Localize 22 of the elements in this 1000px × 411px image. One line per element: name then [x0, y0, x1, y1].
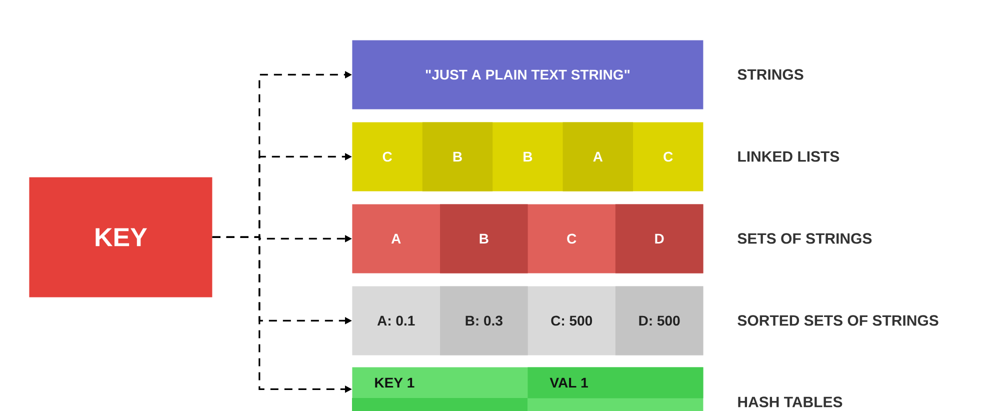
cell: A: 0.1: [377, 316, 415, 326]
cell: C: [664, 152, 673, 162]
cell: C: [382, 152, 392, 162]
cell: KEY 1: [375, 378, 414, 388]
cell: D: [615, 204, 704, 274]
row-label: LINKED LISTS: [738, 151, 840, 162]
cell: VAL 1: [528, 367, 704, 398]
cell: B: 0.3: [440, 286, 528, 356]
cell: B: [524, 152, 532, 162]
row-label: HASH TABLES: [738, 396, 842, 408]
cell: C: [567, 234, 576, 244]
row-label: SETS OF STRINGS: [738, 233, 872, 244]
cell: D: 500: [615, 286, 704, 356]
cell: B: [422, 122, 493, 192]
cell: C: 500: [551, 316, 592, 326]
string-bar: "JUST A PLAIN TEXT STRING": [352, 40, 704, 110]
cell: A: [391, 234, 401, 244]
cell: A: [562, 122, 633, 192]
cell: B: [440, 204, 528, 274]
key-box: KEY: [29, 177, 212, 298]
row-label: STRINGS: [738, 69, 804, 80]
row-label: SORTED SETS OF STRINGS: [738, 315, 938, 326]
